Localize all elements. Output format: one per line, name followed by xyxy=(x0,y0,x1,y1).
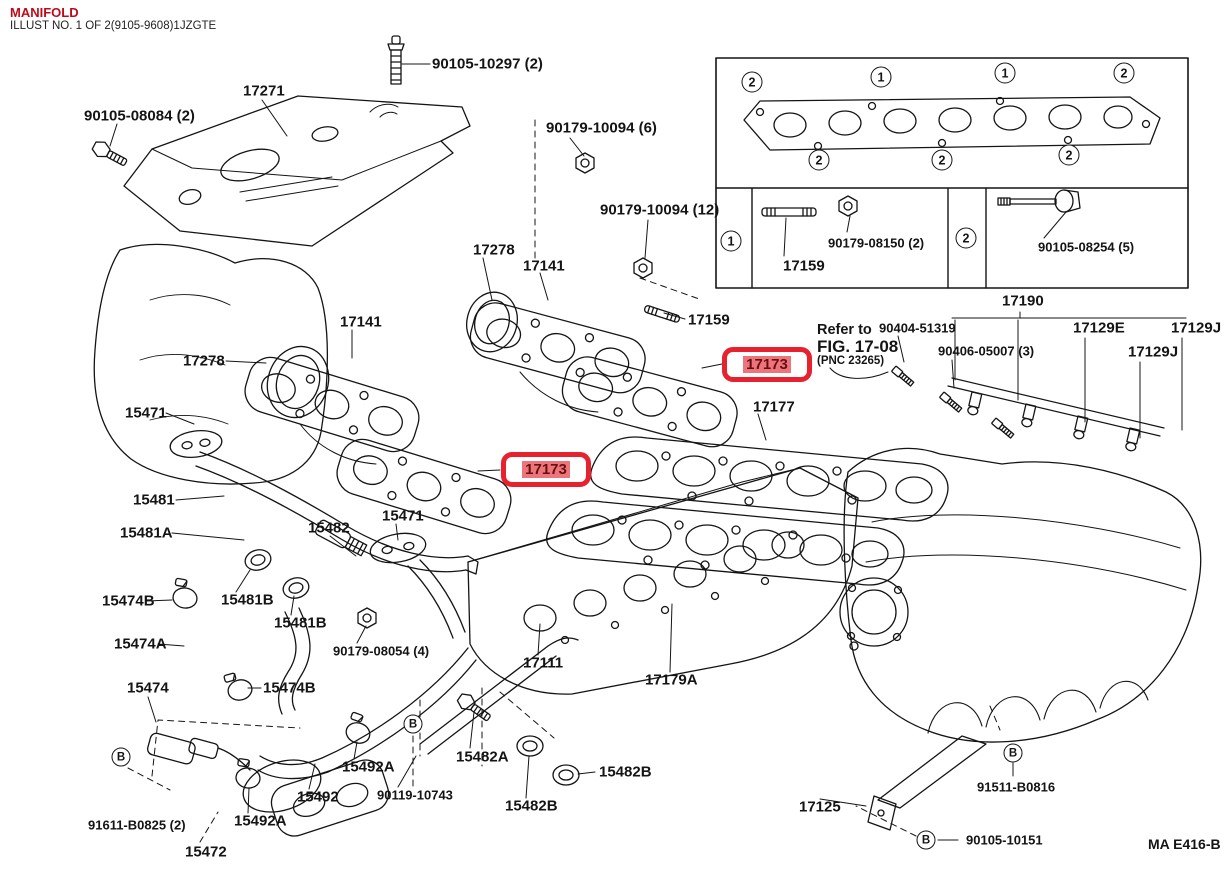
fastener-marker: 2 xyxy=(931,149,953,171)
part-label: 17190 xyxy=(1002,292,1044,310)
note-marker: B xyxy=(1003,743,1023,763)
part-label: 17129E xyxy=(1073,319,1125,337)
part-label: 17159 xyxy=(783,257,825,275)
part-label: 90179-08054 (4) xyxy=(333,643,430,659)
part-label: 17141 xyxy=(523,257,565,275)
part-label: 17271 xyxy=(243,82,285,100)
part-label: 15481 xyxy=(133,491,175,509)
part-label: 17129J xyxy=(1128,343,1179,361)
part-label: 15481A xyxy=(120,524,173,542)
note-marker: B xyxy=(916,830,936,850)
part-label: 15492A xyxy=(342,758,395,776)
part-label: 17159 xyxy=(688,311,730,329)
part-label: 90105-08084 (2) xyxy=(84,107,195,125)
fastener-marker: 2 xyxy=(741,71,763,93)
part-label: 17129J xyxy=(1171,319,1222,337)
part-label: 90179-10094 (6) xyxy=(546,119,657,137)
part-label: 90179-08150 (2) xyxy=(828,235,925,251)
fastener-marker: 2 xyxy=(1058,144,1080,166)
drawing-code: MA E416-B xyxy=(1148,836,1221,852)
refer-note-line3: (PNC 23265) xyxy=(817,355,885,367)
highlighted-part-number: 17173 xyxy=(522,461,570,478)
part-label: 15492A xyxy=(234,812,287,830)
part-label: 15481B xyxy=(221,591,274,609)
part-label: 90406-05007 (3) xyxy=(938,343,1035,359)
part-label: 91611-B0825 (2) xyxy=(88,817,186,833)
highlighted-part-number: 17173 xyxy=(743,356,791,373)
part-label: 17125 xyxy=(799,798,841,816)
part-label: 17111 xyxy=(523,654,564,672)
part-label: 15482 xyxy=(308,519,350,537)
highlighted-part-label: 17173 xyxy=(501,452,591,487)
part-label: 90105-10297 (2) xyxy=(432,55,543,73)
part-label: 90105-10151 xyxy=(966,832,1043,848)
part-label: 90404-51319 xyxy=(879,320,956,336)
part-label: 15474B xyxy=(102,592,155,610)
note-marker: B xyxy=(403,714,423,734)
note-marker: B xyxy=(111,747,131,767)
part-label: 17179A xyxy=(645,671,698,689)
part-label: 15481B xyxy=(274,614,327,632)
part-label: 90119-10743 xyxy=(377,787,453,803)
part-label: 15472 xyxy=(185,843,227,861)
page-subtitle: ILLUST NO. 1 OF 2(9105-9608)1JZGTE xyxy=(10,20,217,32)
part-label: 17177 xyxy=(753,398,795,416)
highlighted-part-label: 17173 xyxy=(722,347,812,382)
fastener-marker: 2 xyxy=(955,227,977,249)
refer-note-line1: Refer to xyxy=(817,322,872,338)
part-label: 15482A xyxy=(456,748,509,766)
part-label: 15471 xyxy=(382,507,424,525)
part-label: 90105-08254 (5) xyxy=(1038,239,1135,255)
part-label: 91511-B0816 xyxy=(977,779,1056,795)
part-label: 15492 xyxy=(297,788,339,806)
part-label: 15482B xyxy=(505,797,558,815)
part-label: 15471 xyxy=(125,404,167,422)
part-label: 17278 xyxy=(183,352,225,370)
part-label: 90179-10094 (12) xyxy=(600,201,720,219)
page-title: MANIFOLD xyxy=(10,5,79,20)
fastener-marker: 1 xyxy=(994,62,1016,84)
fastener-marker: 1 xyxy=(870,66,892,88)
part-label: 15474A xyxy=(114,635,167,653)
part-label: 15482B xyxy=(599,763,652,781)
part-label: 15474 xyxy=(127,679,169,697)
fastener-marker: 1 xyxy=(720,230,742,252)
part-label: 17141 xyxy=(340,313,382,331)
part-label: 15474B xyxy=(263,679,316,697)
fastener-marker: 2 xyxy=(1113,62,1135,84)
fastener-marker: 2 xyxy=(808,149,830,171)
part-label: 17278 xyxy=(473,241,515,259)
refer-note-line2: FIG. 17-08 xyxy=(817,337,899,356)
refer-note: Refer to FIG. 17-08 (PNC 23265) xyxy=(817,322,898,367)
